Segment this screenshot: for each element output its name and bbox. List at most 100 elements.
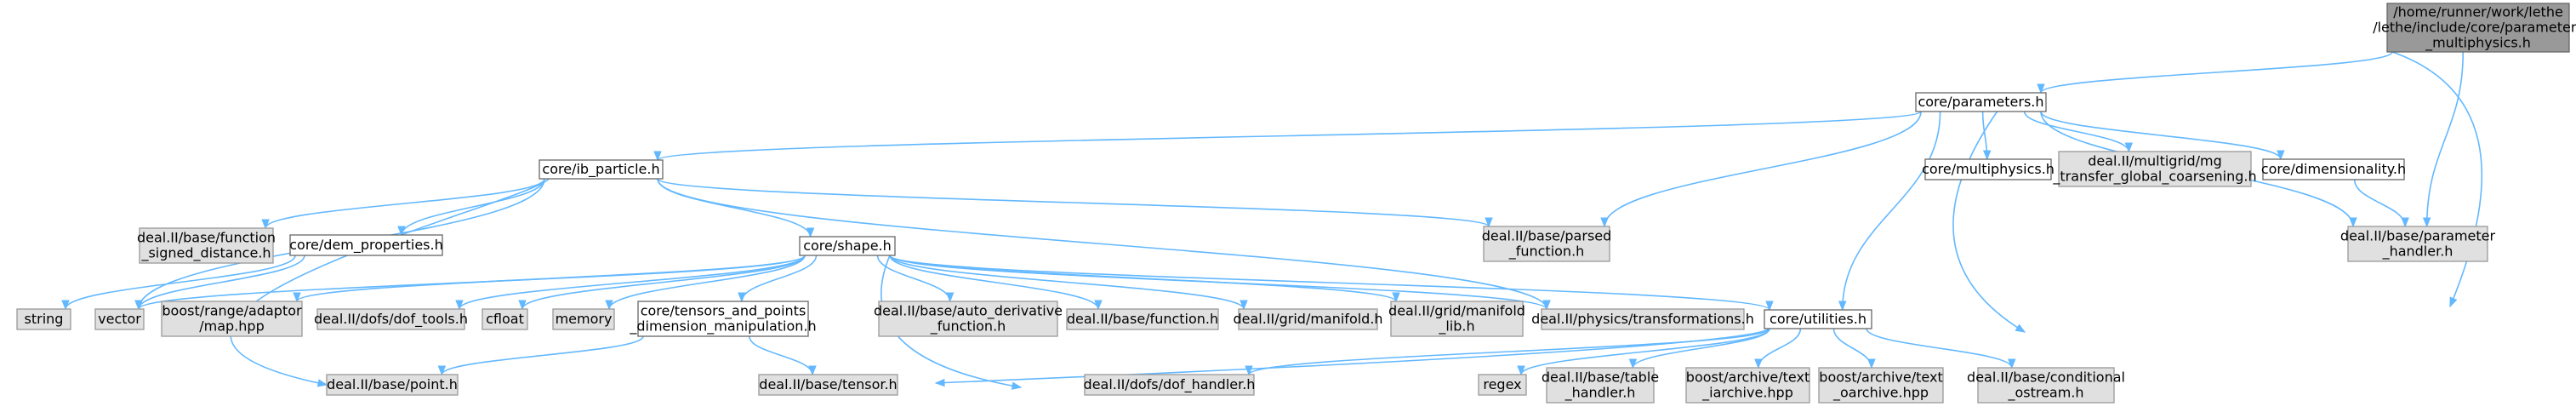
edge-dem_properties-to-string (65, 255, 296, 310)
edge-arrowhead (2015, 324, 2026, 333)
node-box (2262, 158, 2405, 180)
nodes-layer: /home/runner/work/lethe/lethe/include/co… (16, 3, 2576, 404)
node-label: deal.II/base/tensor.h (759, 376, 897, 392)
node-conditional-ostream: deal.II/base/conditional_ostream.h (1967, 367, 2125, 404)
node-label: /home/runner/work/lethe (2393, 4, 2563, 20)
edge-arrowhead (1600, 217, 1609, 228)
edge-ib_particle-to-dem_properties (401, 178, 545, 236)
node-box (2058, 151, 2252, 187)
edge-arrowhead (518, 300, 527, 311)
node-box (94, 308, 145, 330)
node-label: /map.hpp (199, 318, 264, 335)
node-parameters[interactable]: core/parameters.h (1915, 92, 2047, 112)
node-dem-properties[interactable]: core/dem_properties.h (289, 234, 443, 256)
edge-arrowhead (1392, 292, 1400, 303)
node-dof-tools: deal.II/dofs/dof_tools.h (314, 308, 468, 330)
node-label: boost/range/adaptor (162, 303, 302, 319)
node-box (161, 301, 303, 337)
node-label: memory (556, 311, 613, 327)
edge-arrowhead (808, 365, 817, 376)
node-box (1915, 92, 2047, 112)
node-label: core/tensors_and_points (641, 303, 806, 320)
edge-arrowhead (293, 292, 301, 303)
node-box (1084, 374, 1255, 396)
node-ib-particle[interactable]: core/ib_particle.h (539, 159, 664, 180)
node-box (1977, 367, 2115, 404)
node-box (1541, 308, 1745, 330)
edge-arrowhead (134, 300, 143, 311)
node-label: core/ib_particle.h (542, 161, 659, 178)
node-box (1066, 308, 1219, 330)
node-label: boost/archive/text (1686, 369, 1809, 386)
node-label: deal.II/base/function (137, 230, 276, 246)
node-function-h: deal.II/base/function.h (1066, 308, 1219, 330)
node-label: _function.h (930, 318, 1006, 335)
node-shape[interactable]: core/shape.h (799, 236, 896, 256)
edge-ib_particle-to-shape (657, 178, 812, 238)
edge-parameters-to-ib_particle (657, 111, 1922, 161)
node-label: _multiphysics.h (2425, 35, 2531, 52)
node-box (637, 301, 809, 337)
node-label: deal.II/base/parameter (2340, 228, 2496, 244)
edge-parameters-to-parsed_function (1604, 111, 1922, 227)
node-mg-transfer: deal.II/multigrid/mg_transfer_global_coa… (2052, 151, 2257, 187)
node-regex: regex (1478, 374, 1527, 396)
edge-shape-to-boost_map (296, 255, 806, 302)
node-label: deal.II/base/point.h (327, 376, 458, 392)
edge-arrowhead (1485, 217, 1493, 228)
edge-arrowhead (945, 292, 955, 303)
node-label: deal.II/base/auto_derivative (874, 303, 1063, 320)
node-label: core/shape.h (803, 238, 892, 254)
node-multiphysics[interactable]: core/multiphysics.h (1922, 158, 2055, 180)
node-box (1546, 367, 1655, 404)
node-label: deal.II/physics/transformations.h (1531, 311, 1754, 327)
node-box (482, 308, 528, 330)
node-manifold-lib: deal.II/grid/manifold_lib.h (1388, 301, 1525, 337)
node-box (1390, 301, 1524, 337)
node-label: deal.II/dofs/dof_tools.h (314, 311, 468, 328)
node-text-oarchive: boost/archive/text_oarchive.hpp (1818, 367, 1944, 404)
node-label: deal.II/grid/manifold (1388, 303, 1525, 319)
node-text-iarchive: boost/archive/text_iarchive.hpp (1685, 367, 1810, 404)
node-utilities[interactable]: core/utilities.h (1764, 309, 1872, 329)
node-box (2347, 226, 2488, 262)
edge-arrowhead (2401, 217, 2409, 228)
node-function-signed-distance: deal.II/base/function_signed_distance.h (137, 227, 276, 264)
edge-arrowhead (1754, 358, 1763, 369)
node-label: _oarchive.hpp (1832, 385, 1929, 402)
edge-ib_particle-to-function_signed_distance (265, 178, 545, 229)
node-multiphysics-root[interactable]: /home/runner/work/lethe/lethe/include/co… (2373, 3, 2576, 53)
node-point: deal.II/base/point.h (326, 374, 459, 396)
node-label: regex (1483, 376, 1521, 392)
node-box (878, 301, 1058, 337)
edge-arrowhead (61, 300, 70, 311)
node-tensors-points[interactable]: core/tensors_and_points_dimension_manipu… (629, 301, 817, 337)
edge-shape-to-tensors_points (741, 255, 818, 302)
edge-utilities-to-table_handler (1632, 328, 1770, 369)
edge-shape-to-function_h (889, 255, 1099, 310)
edge-utilities-to-conditional_ostream (1866, 328, 2013, 369)
node-label: _ostream.h (2007, 385, 2083, 402)
edge-shape-to-dof_handler (881, 255, 1022, 388)
edge-arrowhead (2277, 150, 2285, 161)
edge-tensors_points-to-tensor (749, 335, 813, 375)
edge-arrowhead (2449, 296, 2458, 308)
edge-arrowhead (316, 379, 328, 387)
node-box (539, 159, 664, 180)
node-box (2386, 3, 2570, 53)
node-cfloat: cfloat (482, 308, 528, 330)
node-dimensionality[interactable]: core/dimensionality.h (2261, 158, 2406, 180)
edge-dimensionality-to-parameter_handler (2353, 179, 2406, 227)
edge-arrowhead (1094, 300, 1103, 311)
node-grid-manifold: deal.II/grid/manifold.h (1233, 308, 1383, 330)
edge-ib_particle-to-point (230, 178, 550, 386)
edge-arrowhead (605, 300, 613, 311)
edge-multiphysics_root-to-utilities (2391, 51, 2482, 307)
node-label: core/dem_properties.h (289, 237, 443, 254)
edge-arrowhead (437, 365, 447, 376)
node-label: _handler.h (1564, 385, 1636, 402)
edge-arrowhead (653, 151, 662, 162)
node-dof-handler: deal.II/dofs/dof_handler.h (1084, 374, 1255, 396)
node-label: cfloat (486, 311, 524, 327)
